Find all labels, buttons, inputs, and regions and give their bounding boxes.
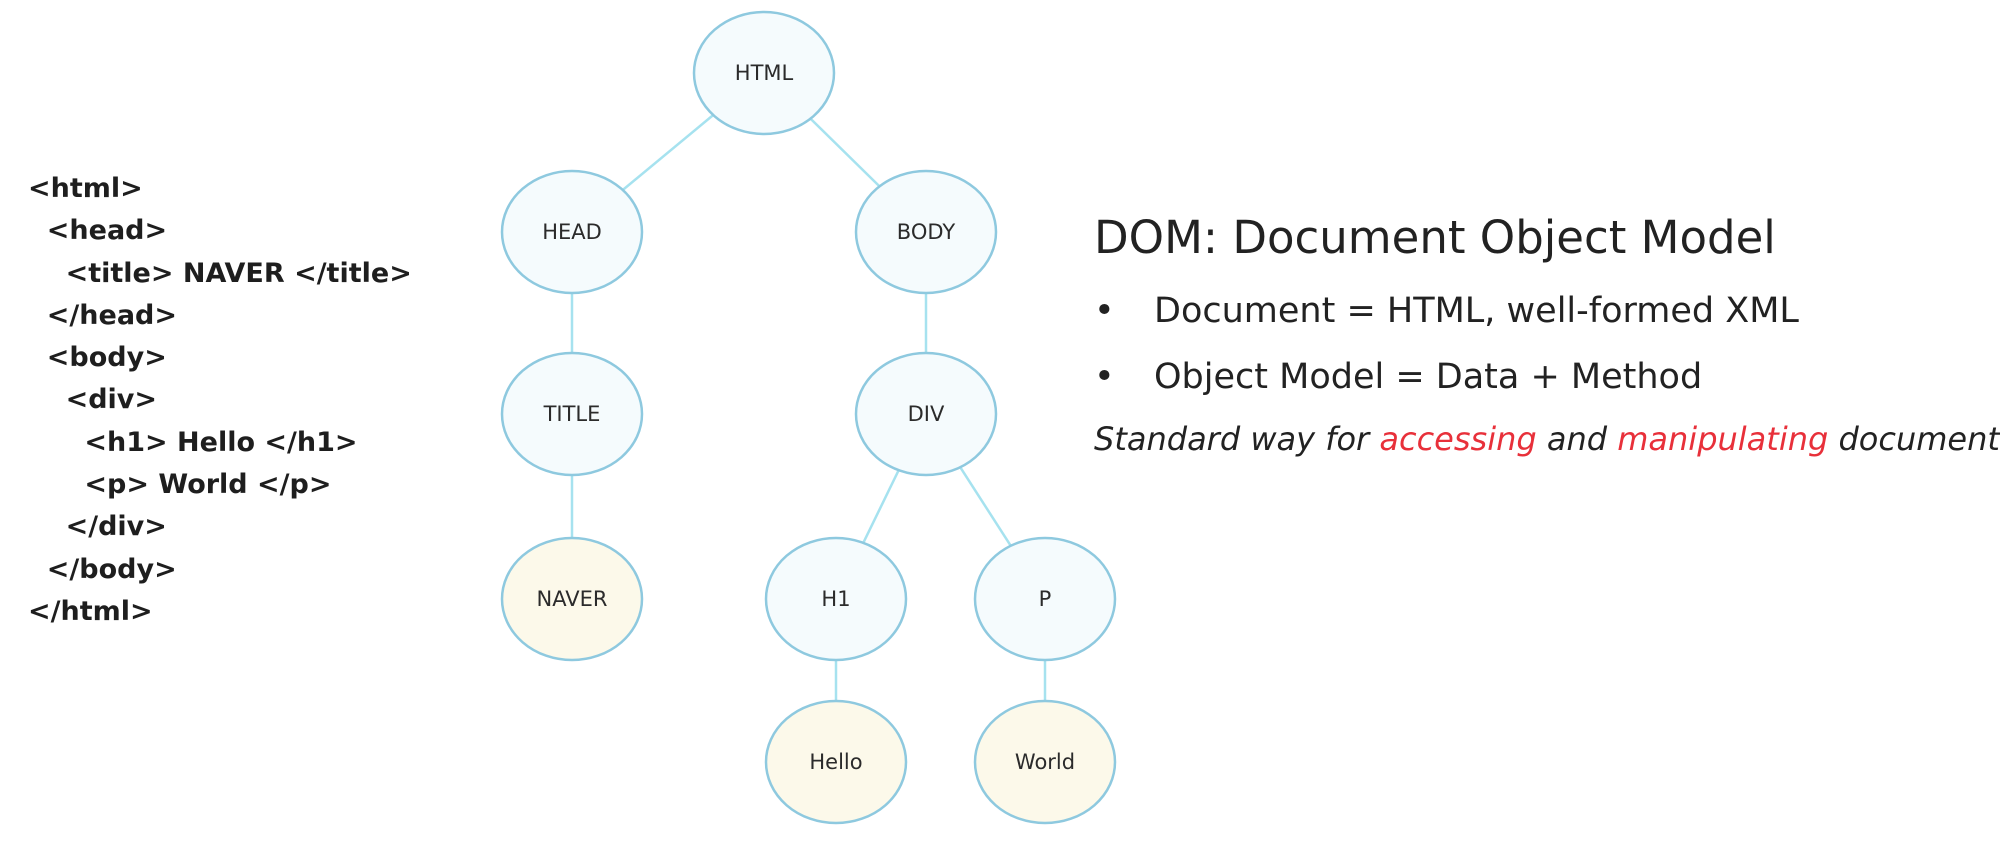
code-line: <title> NAVER </title> (28, 257, 412, 289)
code-line: <html> (28, 173, 143, 204)
tree-node-div: DIV (854, 351, 998, 477)
code-line: <body> (28, 342, 167, 374)
tree-node-label: World (1015, 750, 1075, 774)
code-line: </head> (28, 299, 177, 331)
tree-edges (570, 114, 1047, 701)
tree-node-h1: H1 (764, 536, 908, 662)
tagline-text: and (1536, 420, 1618, 458)
tree-node-label: DIV (908, 402, 945, 426)
tree-node-world: World (973, 699, 1117, 825)
code-line: <head> (28, 215, 168, 247)
tree-node-ellipse (973, 536, 1117, 662)
tree-node-title: TITLE (500, 351, 644, 477)
code-line: </body> (28, 553, 177, 585)
tagline-highlight-manipulating: manipulating (1617, 420, 1829, 458)
bullet-dot: • (1094, 291, 1115, 331)
tree-node-hello: Hello (764, 699, 908, 825)
tree-node-p: P (973, 536, 1117, 662)
tree-nodes: HTML HEAD BODY TITLE DIV NAVER H1 P Hello World (500, 10, 1117, 825)
tree-node-label: HTML (735, 61, 794, 85)
tagline-text: Standard way for (1094, 420, 1380, 458)
tree-node-ellipse (500, 351, 644, 477)
code-line: <p> World </p> (28, 469, 332, 501)
tree-node-label: BODY (897, 220, 956, 244)
bullet-dot: • (1094, 357, 1115, 397)
tree-node-label: HEAD (542, 220, 602, 244)
tree-node-label: H1 (821, 587, 850, 611)
bullet-text: Object Model = Data + Method (1154, 357, 1703, 397)
tree-edge-html-body (809, 117, 881, 188)
tree-node-ellipse (764, 699, 908, 825)
code-line: <h1> Hello </h1> (28, 426, 358, 458)
dom-tagline: Standard way for accessing and manipulat… (1094, 418, 2000, 460)
tree-node-ellipse (854, 351, 998, 477)
tree-node-label: NAVER (537, 587, 608, 611)
html-source-code: <html> <head> <title> NAVER </title> </h… (28, 168, 412, 633)
bullet-item: • Document = HTML, well-formed XML (1094, 288, 2000, 334)
tree-node-label: Hello (809, 750, 862, 774)
tree-node-label: TITLE (543, 402, 601, 426)
tree-node-naver: NAVER (500, 536, 644, 662)
tree-node-ellipse (854, 169, 998, 295)
tree-edge-div-p (959, 466, 1012, 547)
tree-node-label: P (1039, 587, 1052, 611)
tree-edge-html-head (621, 114, 715, 191)
tree-node-ellipse (500, 536, 644, 662)
bullet-item: • Object Model = Data + Method (1094, 354, 2000, 400)
tree-node-ellipse (500, 169, 644, 295)
dom-title: DOM: Document Object Model (1094, 211, 1776, 264)
bullet-text: Document = HTML, well-formed XML (1154, 291, 1799, 331)
tree-node-body: BODY (854, 169, 998, 295)
tagline-highlight-accessing: accessing (1379, 420, 1537, 458)
tagline-text: documents. (1838, 420, 2000, 458)
tree-node-head: HEAD (500, 169, 644, 295)
code-line: </html> (28, 595, 153, 627)
code-line: <div> (28, 384, 158, 416)
tree-node-ellipse (973, 699, 1117, 825)
tree-node-ellipse (692, 10, 836, 136)
tree-node-html: HTML (692, 10, 836, 136)
dom-description: DOM: Document Object Model • Document = … (1094, 208, 2000, 460)
code-line: </div> (28, 511, 167, 543)
tree-node-ellipse (764, 536, 908, 662)
tree-edge-div-h1 (862, 469, 900, 544)
